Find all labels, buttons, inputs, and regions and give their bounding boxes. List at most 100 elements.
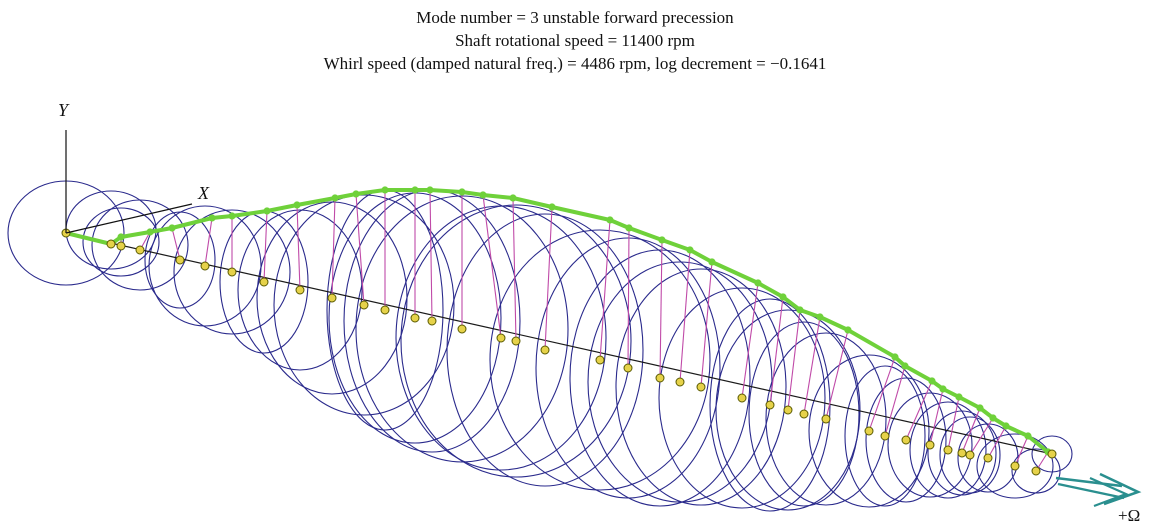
deflected-point xyxy=(989,414,997,422)
x-axis-line xyxy=(65,203,193,234)
displacement-connector xyxy=(627,227,630,369)
shaft-node xyxy=(983,453,993,463)
shaft-node xyxy=(496,333,506,343)
whirl-orbit xyxy=(748,321,860,507)
deflected-point xyxy=(976,404,984,412)
shaft-node xyxy=(200,261,210,271)
shaft-node xyxy=(116,241,126,251)
shaft-node xyxy=(957,448,967,458)
deflected-point xyxy=(331,194,339,202)
whirl-orbit xyxy=(400,204,632,478)
mode-number-text: Mode number = 3 unstable forward precess… xyxy=(416,8,734,27)
shaft-node xyxy=(943,445,953,455)
displacement-connector xyxy=(787,309,801,411)
deflected-point xyxy=(117,233,125,241)
displacement-connector xyxy=(171,227,181,261)
deflected-point xyxy=(208,214,216,222)
displacement-connector xyxy=(947,396,960,451)
whirl-orbit xyxy=(887,392,973,498)
deflected-point xyxy=(411,186,419,194)
displacement-connector xyxy=(961,407,981,454)
rotation-direction-label: +Ω xyxy=(1118,506,1140,525)
displacement-connector xyxy=(1014,435,1029,467)
deflected-point xyxy=(168,224,176,232)
displacement-connector xyxy=(929,388,944,446)
whirl-orbit xyxy=(273,194,455,416)
displacement-connector xyxy=(355,193,365,306)
whirl-orbit xyxy=(446,213,644,487)
x-axis-label: X xyxy=(197,183,210,203)
shaft-node xyxy=(765,400,775,410)
shaft-node xyxy=(783,405,793,415)
shaft-node xyxy=(1031,466,1041,476)
displacement-connector xyxy=(296,204,301,291)
deflected-point xyxy=(928,377,936,385)
whirl-orbit xyxy=(909,401,987,499)
shaft-node xyxy=(737,393,747,403)
displacement-connector xyxy=(204,217,213,267)
deflected-point xyxy=(146,228,154,236)
whirl-orbit xyxy=(569,249,751,507)
whirl-orbit xyxy=(939,416,1001,494)
displacement-connector xyxy=(884,365,906,437)
displacement-connector xyxy=(429,189,433,322)
displacement-connector xyxy=(987,425,1007,459)
shaft-node xyxy=(880,431,890,441)
deflected-point xyxy=(779,293,787,301)
shaft-node xyxy=(427,316,437,326)
deflected-point xyxy=(293,201,301,209)
displacement-connector xyxy=(868,356,896,432)
shaft-node xyxy=(135,245,145,255)
deflected-point xyxy=(381,186,389,194)
deflected-point xyxy=(426,186,434,194)
displacement-connector xyxy=(679,249,691,383)
deflected-point xyxy=(686,246,694,254)
shaft-node xyxy=(295,285,305,295)
deflected-point xyxy=(352,190,360,198)
whirl-orbit xyxy=(173,209,291,335)
whirl-orbit xyxy=(82,207,160,277)
shaft-node xyxy=(359,300,369,310)
shaft-node xyxy=(1047,449,1057,459)
shaft-node xyxy=(901,435,911,445)
deflected-point xyxy=(458,188,466,196)
shaft-node xyxy=(821,414,831,424)
shaft-node xyxy=(595,355,605,365)
displacement-connector xyxy=(825,329,849,420)
whirl-orbit xyxy=(844,365,926,507)
shaft-node-group xyxy=(61,228,1057,476)
deflected-point xyxy=(548,203,556,211)
shaft-node xyxy=(675,377,685,387)
displacement-connector xyxy=(512,197,517,342)
whirl-orbit xyxy=(615,268,787,506)
shaft-node xyxy=(106,239,116,249)
shaft-node xyxy=(457,324,467,334)
displacement-connector xyxy=(700,261,713,388)
whirl-speed-text: Whirl speed (damped natural freq.) = 448… xyxy=(323,54,827,73)
whirl-orbit xyxy=(765,332,887,506)
displacement-connector xyxy=(544,206,553,351)
shaft-node xyxy=(259,277,269,287)
shaft-node xyxy=(925,440,935,450)
deflected-point xyxy=(901,362,909,370)
whirl-orbit xyxy=(91,199,189,291)
shaft-node xyxy=(696,382,706,392)
displacement-connector xyxy=(803,316,821,415)
mode-header: Mode number = 3 unstable forward precess… xyxy=(0,6,1150,75)
displacement-connector xyxy=(263,210,268,283)
displacement-connector xyxy=(659,239,663,379)
deflected-point xyxy=(844,326,852,334)
whirl-orbit xyxy=(715,309,861,511)
whirl-orbit xyxy=(1031,435,1073,473)
shaft-node xyxy=(327,293,337,303)
rotation-arrow-head-inner xyxy=(1089,476,1129,508)
deflected-point xyxy=(891,353,899,361)
shaft-node xyxy=(864,426,874,436)
shaft-node xyxy=(540,345,550,355)
deflected-point xyxy=(658,236,666,244)
connector-group xyxy=(120,189,1049,472)
displacement-connector xyxy=(905,380,933,441)
displacement-connector xyxy=(482,194,502,339)
y-axis-label: Y xyxy=(58,100,70,120)
shaft-node xyxy=(1010,461,1020,471)
